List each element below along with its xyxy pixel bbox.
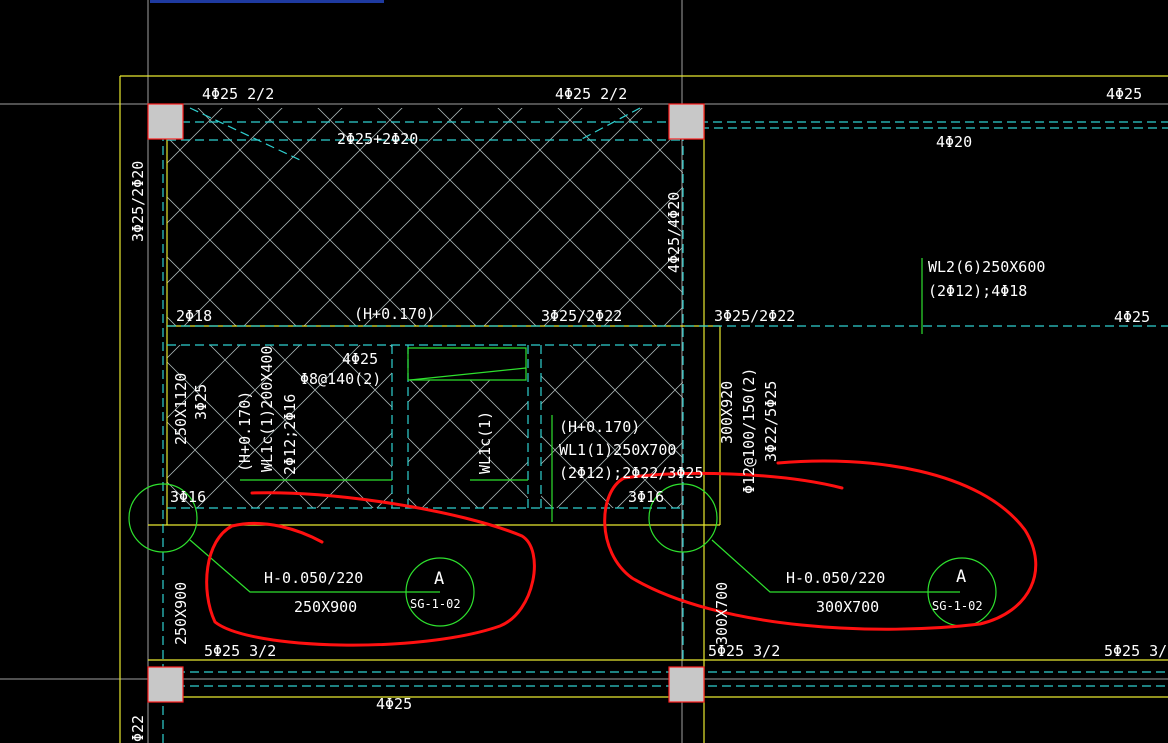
left-beam-size: 250X1120 [172,373,190,445]
wl1-elev: (H+0.170) [559,418,640,436]
bottom-rebar-mid: 5Φ25 3/2 [708,642,780,660]
tag-left-size: 250X900 [294,598,357,616]
slab-hatch-lower-right [541,345,683,508]
tag-left-letter: A [434,569,444,589]
wl1c-small-label: WL1c(1) [476,411,494,474]
right-beam-size: 300X920 [718,381,736,444]
mid-row-right: 3Φ25/2Φ22 [714,307,795,325]
tag-left-elev: H-0.050/220 [264,569,363,587]
wl1-rebar: (2Φ12);2Φ22/3Φ25 [559,464,704,482]
stirrup-note-line2: Φ8@140(2) [300,370,381,388]
column-bottom-left[interactable] [147,666,184,703]
beam-outlines [119,75,1168,743]
wl1-size: WL1(1)250X700 [559,441,676,459]
mid-row-left: 2Φ18 [176,307,212,325]
right-beam-rebar: 3Φ22/5Φ25 [762,381,780,462]
wl2-line1: WL2(6)250X600 [928,258,1045,276]
mid-vertical-rebar: 4Φ25/4Φ20 [665,192,683,273]
column-top-left[interactable] [147,103,184,140]
top-rebar-mid: 4Φ25 2/2 [555,85,627,103]
top-add-right: 4Φ20 [936,133,972,151]
mid-row-elev: (H+0.170) [354,305,435,323]
column-marker-right[interactable] [648,483,718,553]
bottom-rebar-left: 5Φ25 3/2 [204,642,276,660]
red-markup [205,459,1038,647]
tag-right-letter: A [956,567,966,587]
top-rebar-right: 4Φ25 [1106,85,1142,103]
wl1c-size: WL1c(1)200X400 [258,346,276,472]
bottom-rebar-left-small: 3Φ16 [170,488,206,506]
mid-row-far-right: 4Φ25 [1114,308,1150,326]
column-bottom-mid[interactable] [668,666,705,703]
wl1c-rebar: 2Φ12;2Φ16 [281,394,299,475]
mid-row-center: 3Φ25/2Φ22 [541,307,622,325]
top-add-left: 2Φ25+2Φ20 [337,130,418,148]
bottom-add-rebar: 4Φ25 [376,695,412,713]
column-marker-left[interactable] [128,483,198,553]
slab-hatch-lower-left [167,345,392,508]
detail-tag-left-circle[interactable] [405,557,475,627]
top-rebar-left: 4Φ25 2/2 [202,85,274,103]
stirrup-note-line1: 4Φ25 [342,350,378,368]
tag-right-size: 300X700 [816,598,879,616]
column-top-mid[interactable] [668,103,705,140]
top-tab-strip [150,0,384,3]
tag-right-ref: SG-1-02 [932,599,983,613]
tag-left-ref: SG-1-02 [410,597,461,611]
bottom-rebar-right: 5Φ25 3/ [1104,642,1167,660]
column-left-size: 250X900 [172,582,190,645]
left-vertical-rebar: 3Φ25/2Φ20 [129,161,147,242]
bottom-rebar-mid-small: 3Φ16 [628,488,664,506]
slab-hatch-upper [167,108,683,326]
column-right-size: 300X700 [713,582,731,645]
left-beam-rebar: 3Φ25 [192,384,210,420]
slab-hatch-lower-mid [408,380,528,508]
tag-right-elev: H-0.050/220 [786,569,885,587]
wl2-line2: (2Φ12);4Φ18 [928,282,1027,300]
bottom-left-partial: Φ22 [129,715,147,742]
wl1c-elev: (H+0.170) [236,391,254,472]
right-beam-stirrup: Φ12@100/150(2) [740,368,758,494]
